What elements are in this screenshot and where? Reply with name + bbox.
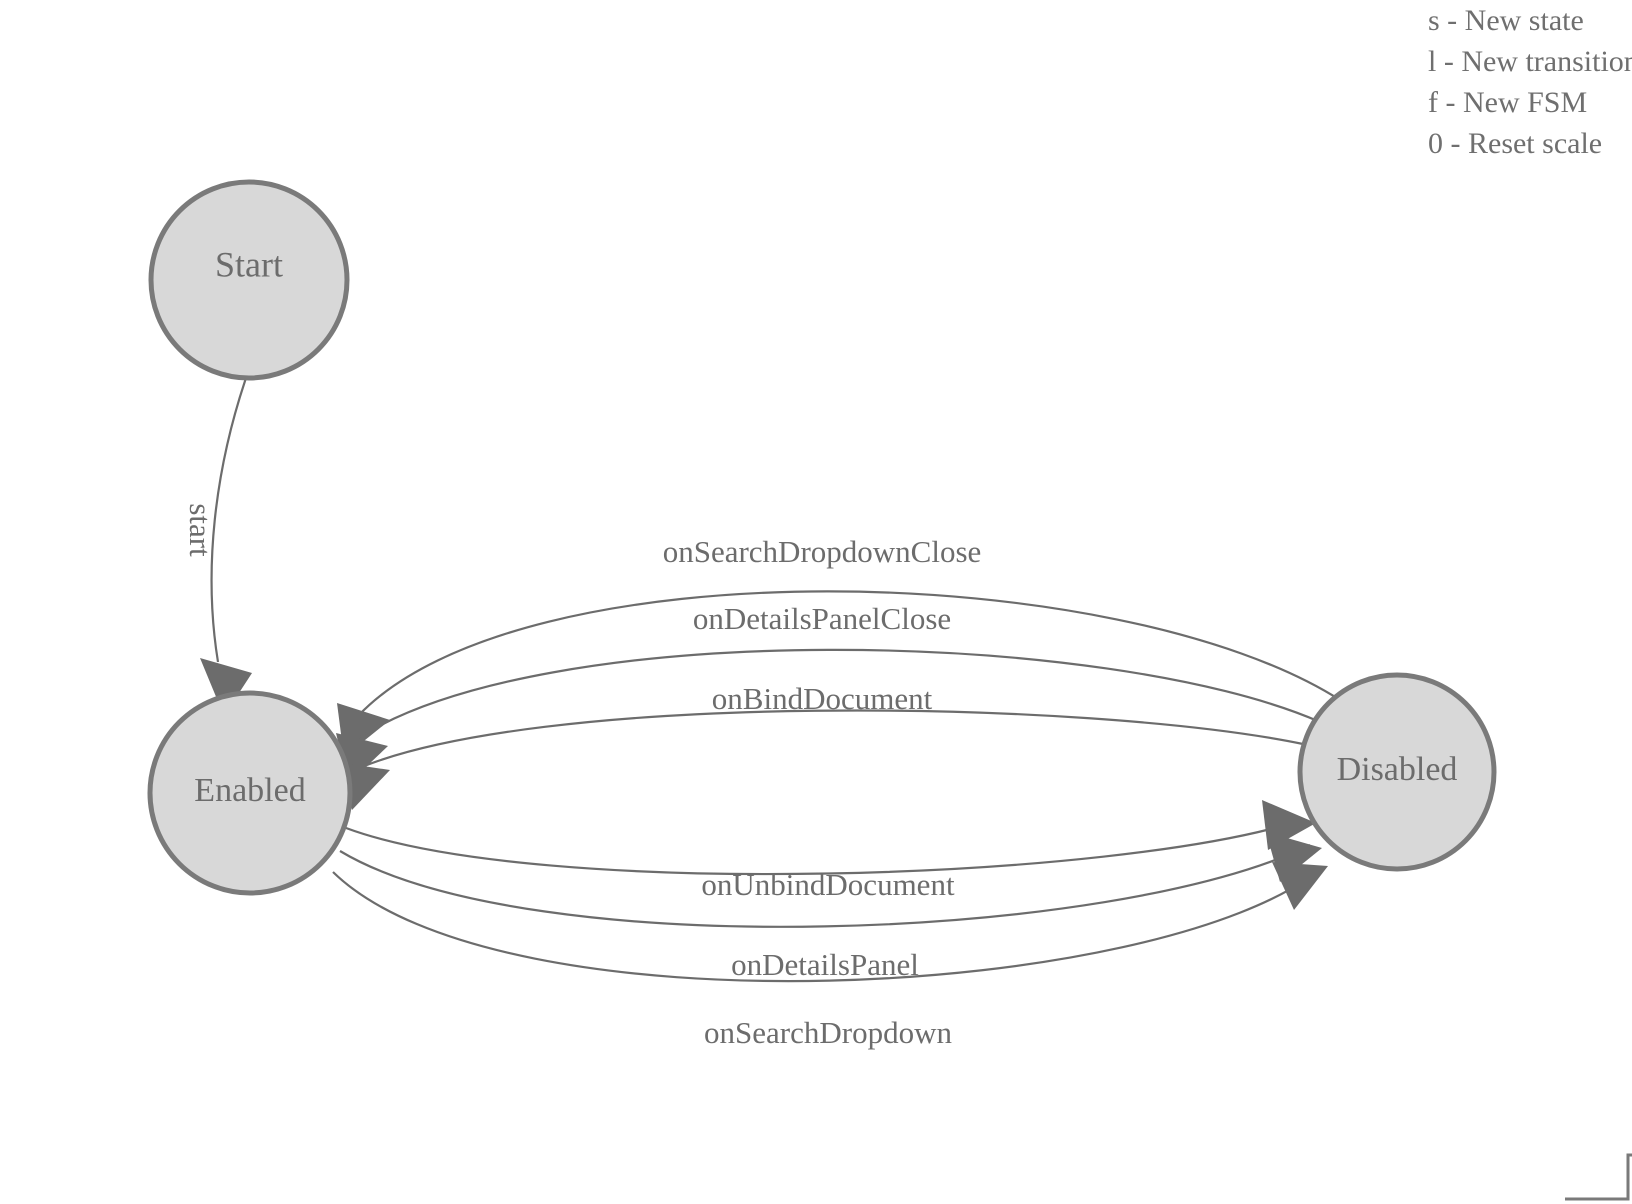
node-disabled[interactable]: Disabled	[1297, 672, 1497, 872]
node-enabled-label: Enabled	[194, 772, 305, 809]
arrow-head-start	[200, 658, 252, 716]
edge-path-onunbinddocument[interactable]	[345, 818, 1303, 876]
edge-label-onbinddocument: onBindDocument	[712, 681, 933, 716]
edge-label-ondetailspanel: onDetailsPanel	[731, 947, 919, 982]
edge-start-to-enabled[interactable]: start	[183, 377, 252, 716]
help-line-new-transition: l - New transition	[1428, 45, 1632, 78]
edge-path-onbinddocument[interactable]	[349, 709, 1304, 774]
edge-path-ondetailspanelclose[interactable]	[351, 648, 1321, 743]
edge-path-onsearchdropdown[interactable]	[332, 867, 1323, 983]
help-line-new-fsm: f - New FSM	[1428, 86, 1588, 119]
node-start-circle[interactable]	[148, 179, 350, 381]
viewport-corner-mark	[1565, 1153, 1632, 1201]
edge-label-onsearchdropdownclose: onSearchDropdownClose	[663, 534, 982, 569]
node-start[interactable]: Start	[148, 179, 350, 381]
help-line-new-state: s - New state	[1428, 4, 1584, 37]
node-disabled-label: Disabled	[1337, 751, 1458, 788]
edge-path-ondetailspanel[interactable]	[339, 844, 1311, 928]
edge-label-onunbinddocument: onUnbindDocument	[701, 867, 955, 902]
node-start-label: Start	[215, 244, 283, 284]
help-line-reset-scale: 0 - Reset scale	[1428, 127, 1603, 160]
help-overlay: s - New state l - New transition f - New…	[1428, 0, 1632, 164]
node-enabled-circle[interactable]	[147, 690, 353, 896]
node-enabled[interactable]: Enabled	[147, 690, 353, 896]
edge-disabled-to-enabled-onbinddocument[interactable]: onBindDocument	[336, 681, 1304, 810]
edge-label-ondetailspanelclose: onDetailsPanelClose	[693, 601, 951, 636]
edge-enabled-to-disabled-ondetailspanel[interactable]: onDetailsPanel	[339, 832, 1322, 982]
edge-label-onsearchdropdown: onSearchDropdown	[704, 1015, 952, 1050]
edge-enabled-to-disabled-onunbinddocument[interactable]: onUnbindDocument	[345, 800, 1316, 902]
edge-label-start: start	[183, 503, 218, 557]
edge-disabled-to-enabled-onsearchdropdownclose[interactable]: onSearchDropdownClose	[337, 534, 1341, 757]
edge-enabled-to-disabled-onsearchdropdown[interactable]: onSearchDropdown	[332, 862, 1328, 1050]
node-disabled-circle[interactable]	[1297, 672, 1497, 872]
edge-path-onsearchdropdownclose[interactable]	[357, 590, 1341, 717]
corner-mark-path	[1565, 1153, 1632, 1201]
arrow-head-onsearchdropdown	[1272, 862, 1328, 910]
edge-path-start[interactable]	[210, 377, 248, 663]
